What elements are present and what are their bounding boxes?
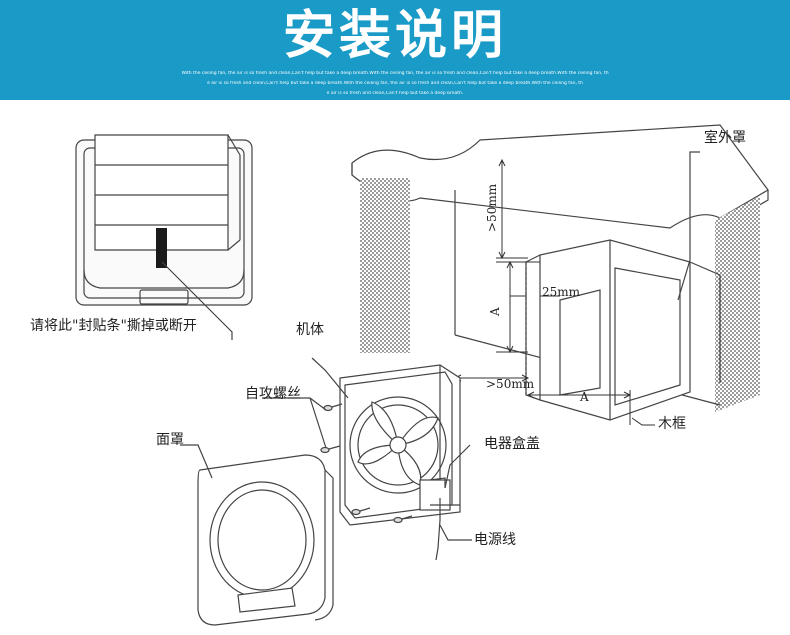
seal-strip bbox=[156, 228, 167, 268]
electrical-box-cover-label: 电器盒盖 bbox=[484, 436, 540, 452]
banner-subtitle-line: e air is so fresh and clean,Can't help b… bbox=[207, 81, 583, 86]
front-cover bbox=[180, 444, 334, 626]
banner-subtitle-line: e air is so fresh and clean,Can't help b… bbox=[326, 91, 464, 96]
horizontal-gap-dimension: >50mm bbox=[486, 377, 535, 391]
self-tapping-screws-label: 自攻螺丝 bbox=[245, 386, 301, 402]
screws bbox=[262, 397, 413, 524]
fan-body bbox=[311, 357, 472, 561]
page-title: 安装说明 bbox=[282, 6, 507, 66]
seal-instruction-label: 请将此"封贴条"撕掉或断开 bbox=[30, 318, 197, 334]
vertical-gap-dimension: >50mm bbox=[485, 183, 499, 232]
installation-diagram bbox=[75, 124, 769, 626]
power-cord-label: 电源线 bbox=[474, 532, 516, 548]
header-banner: 安装说明 With the ceiling fan, the air is so… bbox=[0, 0, 790, 100]
banner-subtitle-line: With the ceiling fan, the air is so fres… bbox=[181, 71, 609, 76]
rear-view-fan bbox=[75, 134, 253, 340]
outer-cover-label: 室外罩 bbox=[704, 130, 746, 146]
side-a-horizontal-dimension: A bbox=[580, 390, 589, 404]
body-label: 机体 bbox=[296, 322, 324, 338]
dimension-lines bbox=[453, 158, 655, 426]
offset-dimension: 25mm bbox=[542, 285, 581, 299]
front-cover-label: 面罩 bbox=[156, 432, 184, 448]
wood-frame bbox=[525, 239, 721, 421]
wood-frame-label: 木框 bbox=[658, 416, 686, 432]
wall bbox=[351, 124, 769, 412]
side-a-vertical-dimension: A bbox=[488, 307, 502, 316]
